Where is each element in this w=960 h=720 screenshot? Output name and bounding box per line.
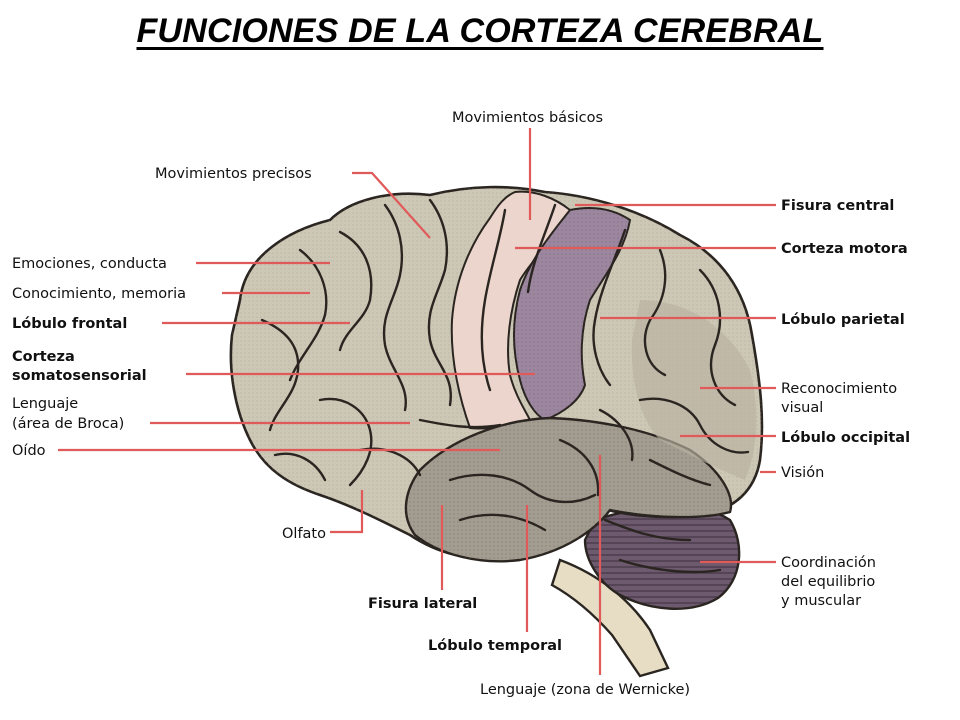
label-lobulo-parietal: Lóbulo parietal (781, 312, 905, 328)
label-wernicke: Lenguaje (zona de Wernicke) (480, 682, 690, 698)
label-oido: Oído (12, 443, 46, 459)
label-lenguaje-1: Lenguaje (12, 396, 78, 412)
label-conocimiento: Conocimiento, memoria (12, 286, 186, 302)
leader-lines (58, 128, 776, 675)
label-corteza-somato-1: Corteza (12, 349, 75, 365)
label-reconocimiento-2: visual (781, 400, 823, 416)
label-movimientos-basicos: Movimientos básicos (452, 110, 603, 126)
label-movimientos-precisos: Movimientos precisos (155, 166, 312, 182)
diagram-title: FUNCIONES DE LA CORTEZA CEREBRAL (136, 12, 824, 50)
label-reconocimiento-1: Reconocimiento (781, 381, 897, 397)
label-fisura-lateral: Fisura lateral (368, 596, 477, 612)
label-fisura-central: Fisura central (781, 198, 894, 214)
brainstem (550, 558, 670, 678)
label-corteza-motora: Corteza motora (781, 241, 908, 257)
label-coordinacion-1: Coordinación (781, 555, 876, 571)
label-corteza-somato-2: somatosensorial (12, 368, 147, 384)
label-lobulo-occipital: Lóbulo occipital (781, 430, 910, 446)
label-coordinacion-2: del equilibrio (781, 574, 875, 590)
label-vision: Visión (781, 465, 824, 481)
label-olfato: Olfato (282, 526, 326, 542)
gyri-lines (260, 198, 750, 574)
label-coordinacion-3: y muscular (781, 593, 861, 609)
label-emociones: Emociones, conducta (12, 256, 167, 272)
label-lobulo-frontal: Lóbulo frontal (12, 316, 127, 332)
label-lobulo-temporal: Lóbulo temporal (428, 638, 562, 654)
label-lenguaje-2: (área de Broca) (12, 416, 124, 432)
